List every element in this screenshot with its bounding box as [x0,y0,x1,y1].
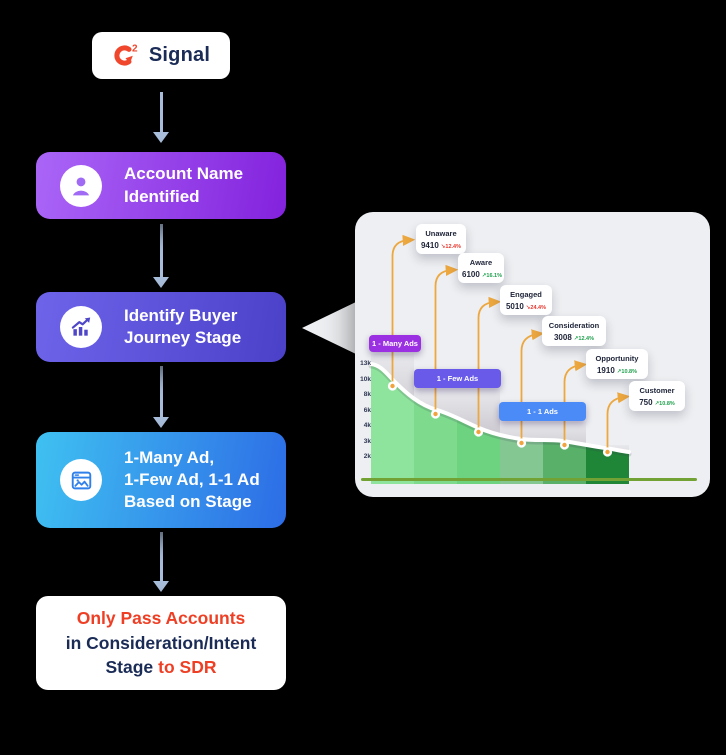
down-arrow-icon [153,92,169,143]
stage-card-engaged: Engaged 5010↘24.4% [500,285,552,315]
y-axis-tick: 2k [363,453,371,460]
stage-connector-arrows [391,234,631,450]
stage-card-unaware: Unaware 9410↘12.4% [416,224,466,254]
down-arrow-icon [153,366,169,428]
ad-image-icon [60,459,102,501]
final-line-2: in Consideration/Intent [65,632,257,653]
journey-chart-panel: 13k 10k 8k 6k 4k 3k 2k 1 - Many Ads 1 - … [355,212,710,497]
down-arrow-icon [153,532,169,592]
y-axis-tick: 8k [363,391,371,398]
flow-box-account-name: Account Name Identified [36,152,286,219]
person-icon [60,164,102,207]
flow-box-pass-to-sdr: Only Pass Accounts in Consideration/Inte… [36,596,286,690]
g2-logo-icon: 2 [114,44,138,66]
down-arrow-icon [153,224,169,288]
y-axis-tick: 3k [363,438,371,445]
g2-logo-superscript: 2 [132,44,138,55]
ribbon-1-many-ads: 1 - Many Ads [369,335,421,352]
g2-signal-logo-card: 2 Signal [92,32,230,79]
ribbon-1-1-ads: 1 - 1 Ads [499,402,586,421]
final-line-1: Only Pass Accounts [76,607,246,628]
journey-funnel-chart [361,234,697,484]
stage-card-aware: Aware 6100↗16.1% [458,253,504,283]
chart-growth-icon [60,306,102,348]
ribbon-1-few-ads: 1 - Few Ads [414,369,501,388]
flow-box-label: Identify Buyer Journey Stage [124,305,242,347]
trend-curve [369,362,631,454]
y-axis-tick: 4k [363,422,371,429]
flow-box-identify-journey-stage: Identify Buyer Journey Stage [36,292,286,362]
stage-card-opportunity: Opportunity 1910↗10.8% [586,349,648,379]
flow-box-label: 1-Many Ad, 1-Few Ad, 1-1 Ad Based on Sta… [124,447,260,512]
y-axis-tick: 10k [360,376,371,383]
speech-bubble-pointer [302,301,358,355]
flow-box-ads-by-stage: 1-Many Ad, 1-Few Ad, 1-1 Ad Based on Sta… [36,432,286,528]
logo-wordmark: Signal [148,44,211,66]
flow-box-label: Account Name Identified [124,164,244,206]
y-axis-tick: 13k [360,360,371,367]
x-axis-baseline [361,478,697,481]
data-point-dots [387,381,613,457]
stage-card-customer: Customer 750↗10.8% [629,381,685,411]
y-axis-tick: 6k [363,407,371,414]
stage-card-consideration: Consideration 3008↗12.4% [542,316,606,346]
